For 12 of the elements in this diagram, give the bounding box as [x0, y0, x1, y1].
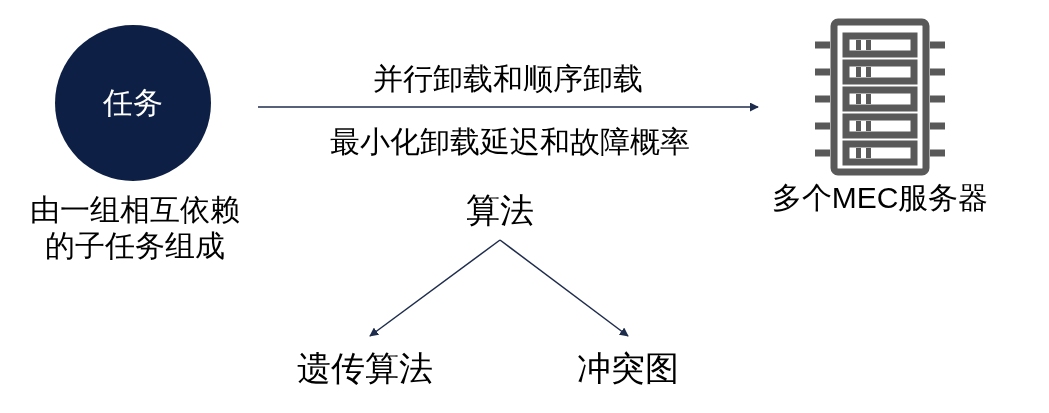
text-label: 算法 — [455, 190, 545, 230]
edge-label: 并行卸载和顺序卸载 — [372, 61, 644, 97]
task-circle: 任务 — [55, 25, 211, 181]
text-label: 冲突图 — [568, 348, 688, 388]
node-label: 由一组相互依赖的子任务组成 — [29, 192, 241, 264]
arrow — [499, 239, 629, 337]
node-label: 多个MEC服务器 — [770, 180, 990, 216]
note-text: 最小化卸载延迟和故障概率 — [329, 124, 691, 160]
server-drawing — [812, 18, 948, 176]
text-label: 遗传算法 — [290, 348, 440, 388]
arrow — [369, 239, 501, 337]
arrow — [257, 102, 759, 112]
